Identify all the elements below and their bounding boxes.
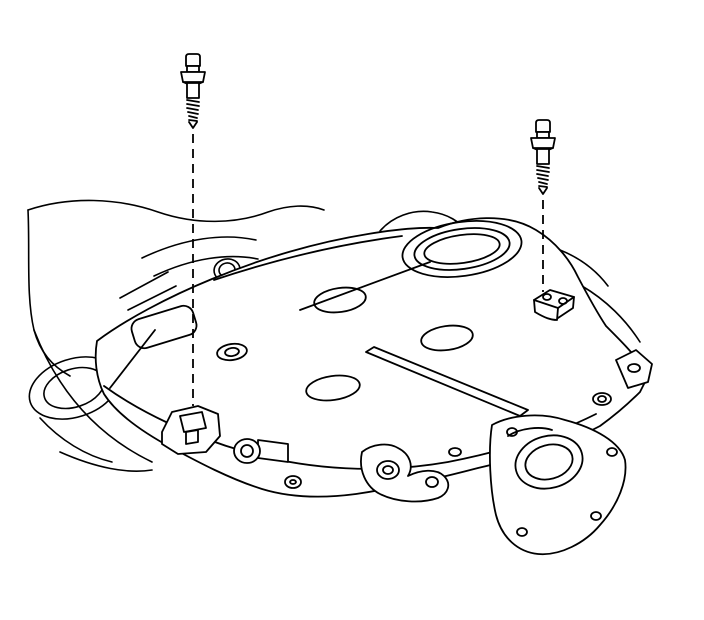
- right-boss-hole: [597, 395, 607, 403]
- bracket-hole-2: [606, 447, 618, 457]
- block-arc-lower: [153, 255, 259, 277]
- runner-port-2: [420, 324, 474, 352]
- engine-background: [27, 199, 641, 472]
- manifold-crease-top: [213, 235, 403, 281]
- block-rib-2: [127, 285, 177, 311]
- right-background-arc-2: [559, 249, 609, 287]
- bolt-boss-left-slot: [179, 411, 207, 433]
- front-tube-fitting: [233, 438, 289, 464]
- right-ear-tab: [592, 349, 653, 406]
- center-bracket-boss-outer: [376, 460, 400, 480]
- engine-top-edge: [27, 199, 325, 223]
- throttle-port: [401, 220, 523, 278]
- stud-bolt-right: [530, 119, 556, 195]
- engine-lower-arc: [33, 329, 153, 463]
- bolt-right-shank: [536, 148, 550, 165]
- bracket-web: [507, 427, 553, 437]
- engine-lower-arc-2: [59, 451, 153, 472]
- bolt-right-flange: [530, 137, 556, 149]
- bolt-boss-right: [533, 289, 575, 321]
- engine-lower-arc-3: [39, 417, 113, 463]
- bolt-left-threads: [186, 99, 200, 122]
- bolt-right-tip: [538, 187, 548, 195]
- bracket-hole-4: [516, 527, 528, 537]
- center-bracket-hole-2: [425, 476, 439, 488]
- flange-hole-right: [448, 447, 462, 457]
- bracket-hole-3: [590, 511, 602, 521]
- manifold-ports: [216, 286, 474, 402]
- bolt-boss-left: [161, 405, 221, 455]
- runner-port-3: [305, 374, 361, 402]
- bracket-outline: [489, 414, 627, 556]
- bolt-right-threads: [536, 165, 550, 188]
- right-boss-outer: [592, 392, 612, 406]
- gasket-pad: [130, 304, 198, 350]
- port-outer-ring: [413, 227, 511, 271]
- bolt-left-tip: [188, 121, 198, 129]
- tube-bracket: [257, 439, 289, 463]
- stud-bolt-left: [180, 53, 206, 129]
- bolt-boss-left-notch: [185, 429, 199, 445]
- mounting-bracket: [489, 414, 627, 556]
- center-front-bracket: [360, 443, 450, 503]
- bracket-hole-1: [506, 427, 518, 437]
- tube-outer: [233, 438, 261, 464]
- bolt-boss-right-hole-1: [542, 293, 552, 301]
- right-background-arc-1: [581, 285, 641, 343]
- manifold-crease-left: [109, 329, 156, 389]
- bracket-bore-outer: [514, 434, 584, 490]
- tube-inner: [240, 444, 254, 458]
- front-boss-hole: [289, 479, 297, 485]
- center-front-bracket-outline: [360, 443, 450, 503]
- runner-port-1: [313, 286, 367, 314]
- bolt-left-shank: [186, 82, 200, 99]
- right-ear-outline: [615, 349, 653, 389]
- engine-left-edge: [27, 209, 71, 377]
- bolt-right-cap: [535, 119, 551, 133]
- bolt-left-flange: [180, 71, 206, 83]
- small-bore-inner: [224, 347, 240, 357]
- manifold-rib-bar: [365, 346, 529, 417]
- port-inner-ring: [423, 233, 501, 265]
- bracket-bore: [514, 434, 584, 490]
- small-bore-outer: [216, 342, 248, 362]
- bracket-bore-inner: [524, 443, 574, 481]
- front-boss-outer: [284, 475, 302, 489]
- leader-lines: [192, 134, 544, 406]
- block-rib-1: [119, 271, 169, 299]
- bolt-left-cap: [185, 53, 201, 67]
- block-arc-upper: [141, 236, 257, 259]
- manifold-crease-port: [299, 261, 431, 311]
- center-bracket-boss-hole: [382, 465, 394, 475]
- right-ear-hole: [627, 363, 641, 373]
- bolt-boss-right-hole-2: [558, 297, 568, 305]
- port-boss-ring: [401, 220, 523, 278]
- bolt-boss-right-front: [533, 296, 575, 321]
